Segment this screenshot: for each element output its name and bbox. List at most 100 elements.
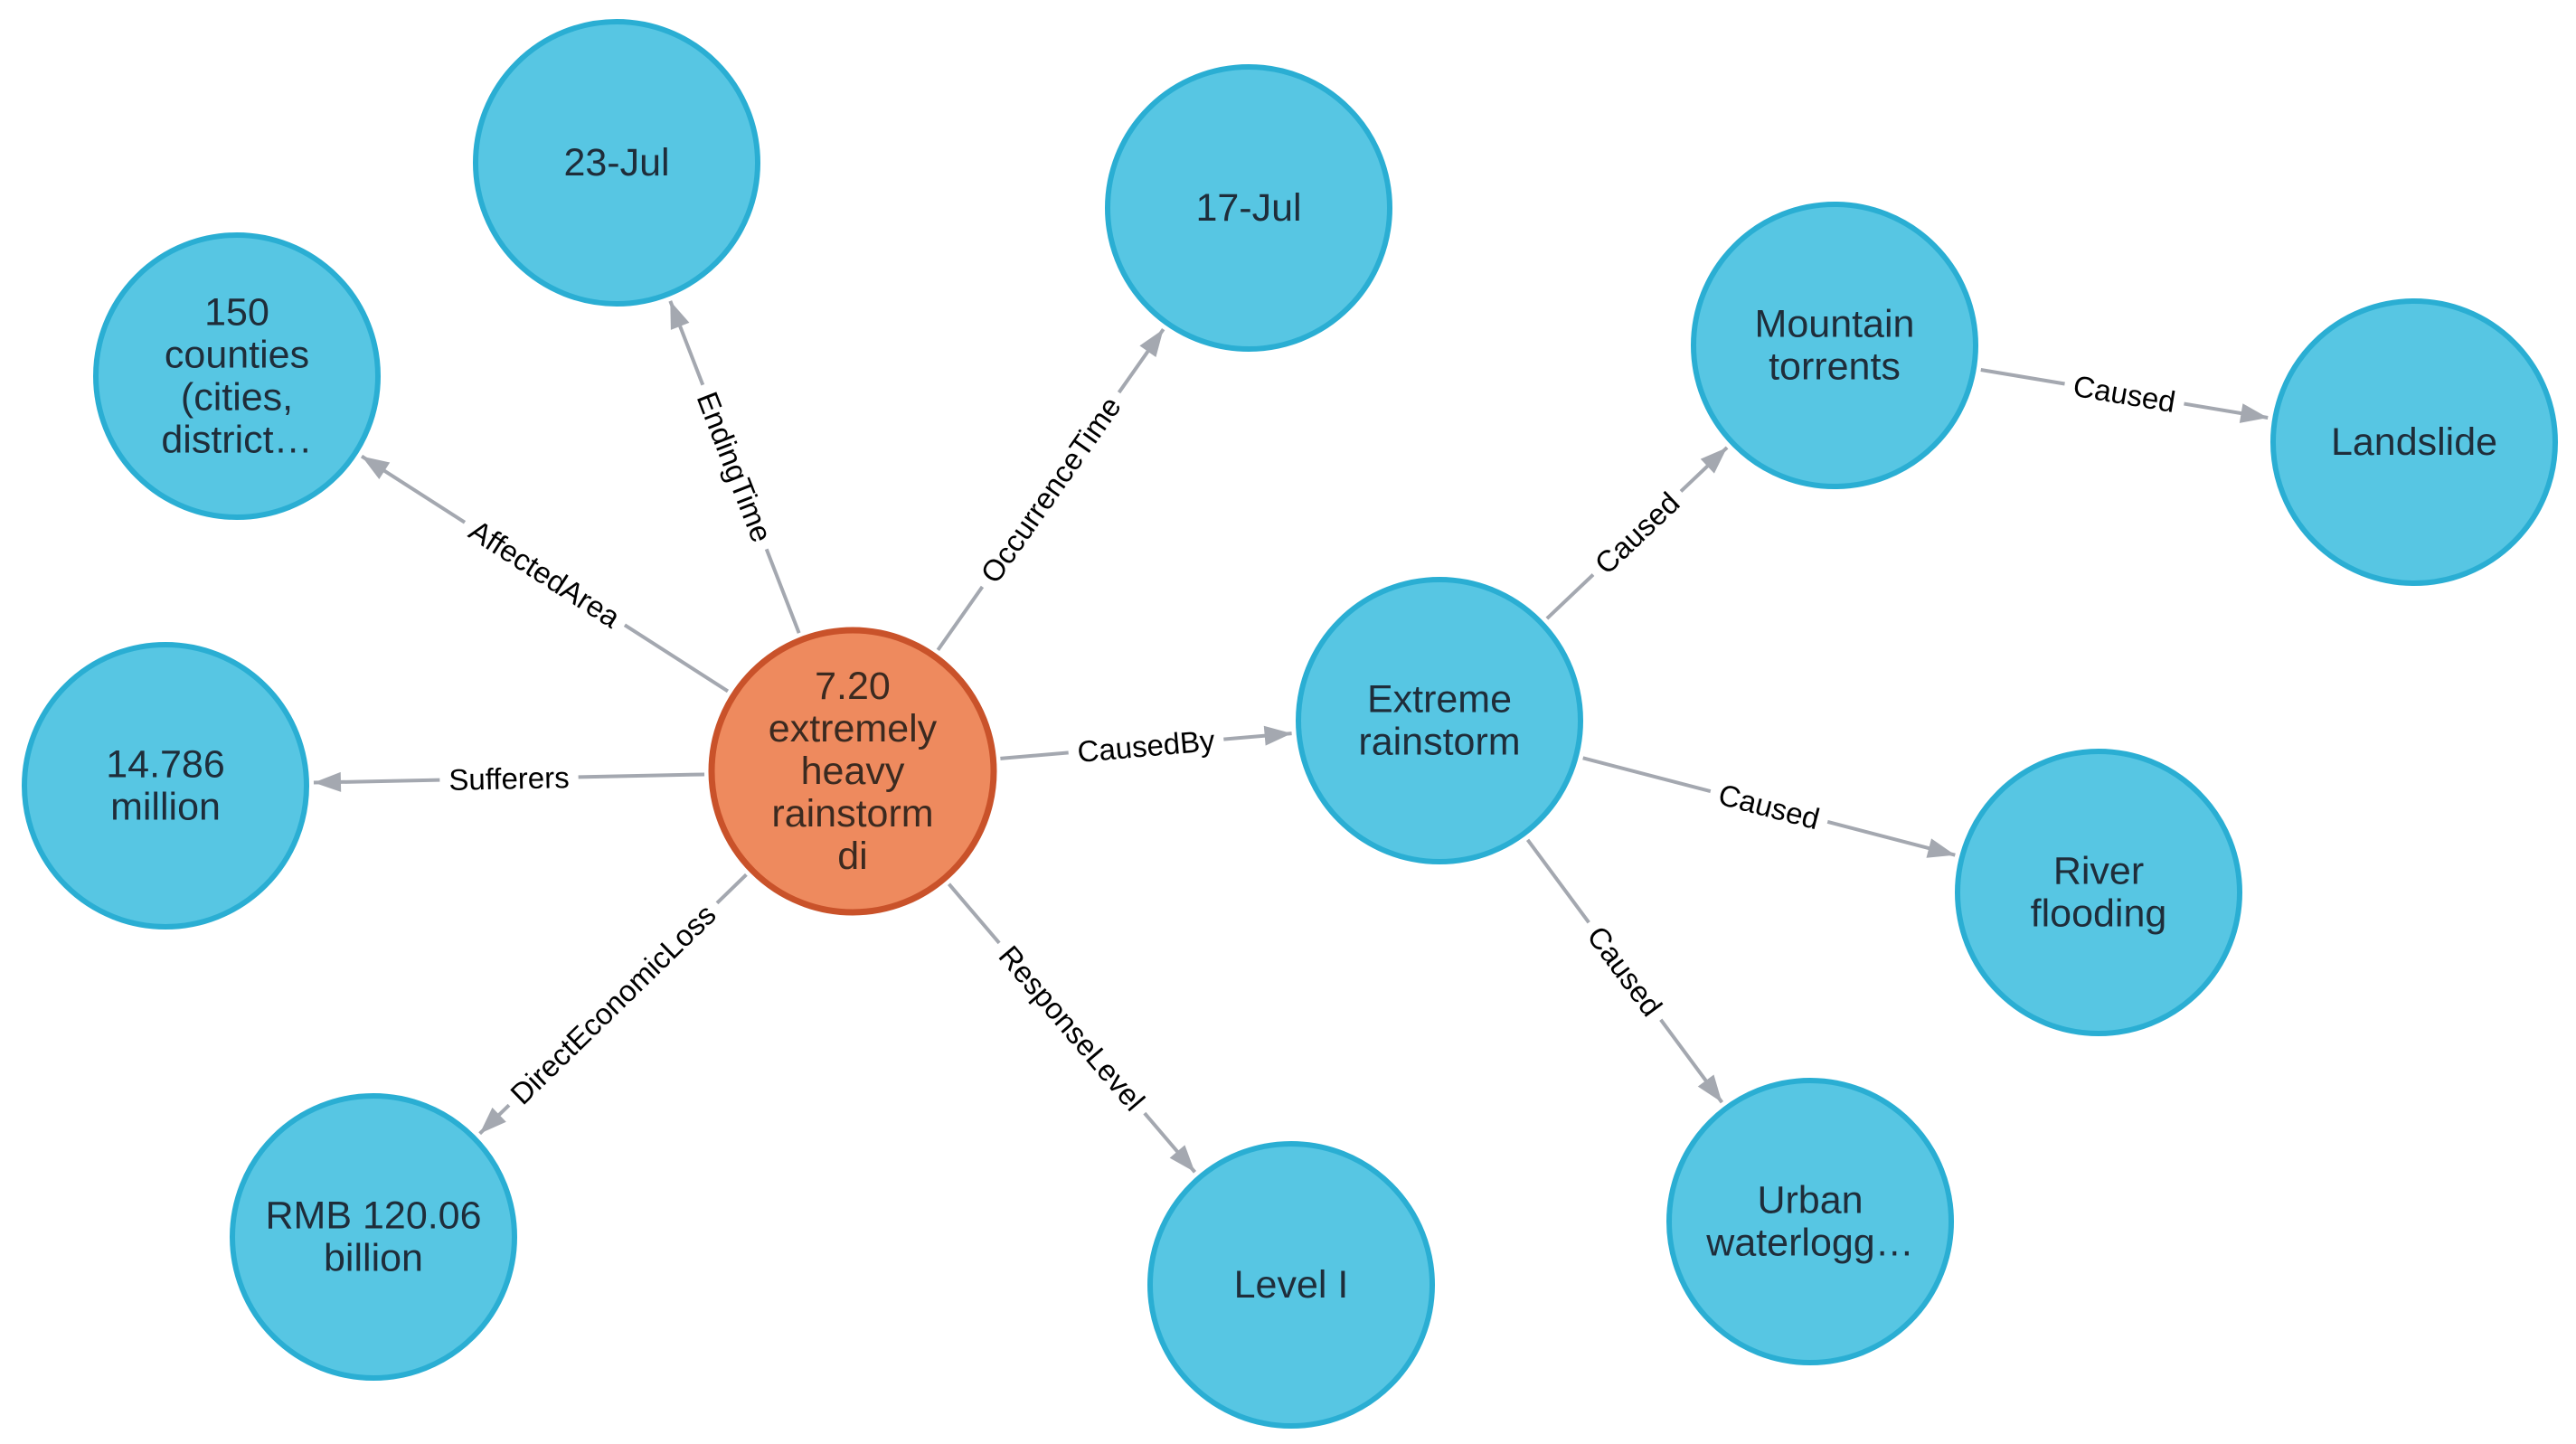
edge-label: Caused: [1581, 920, 1668, 1022]
edge-label: ResponseLevel: [993, 939, 1152, 1117]
node-label-line: 17-Jul: [1195, 186, 1301, 230]
arrow-head-icon: [479, 1107, 506, 1134]
node-label-line: Extreme: [1367, 678, 1512, 722]
edge-label-group: OccurrenceTime: [966, 381, 1136, 599]
edge-occurrencetime-1[interactable]: OccurrenceTime: [936, 328, 1165, 651]
node-circle: [230, 1093, 517, 1381]
edge-causedby-6[interactable]: CausedBy: [1000, 719, 1292, 773]
edge-label-group: DirectEconomicLoss: [495, 888, 731, 1120]
node-label-line: district…: [161, 419, 312, 462]
node-label-line: torrents: [1769, 345, 1901, 389]
edge-label-background: [984, 930, 1160, 1127]
node-label-line: counties: [165, 334, 309, 377]
edge-label: Sufferers: [448, 760, 570, 797]
node-label-line: Level I: [1234, 1263, 1349, 1307]
edge-label-group: Caused: [1572, 911, 1677, 1032]
node-label-line: rainstorm: [771, 792, 933, 835]
node-label-line: River: [2053, 850, 2144, 893]
node-label-line: di: [837, 835, 867, 878]
edge-label-background: [495, 888, 731, 1120]
edge-label: CausedBy: [1076, 723, 1216, 769]
edge-label-background: [966, 381, 1136, 599]
edge-label-background: [1572, 911, 1677, 1032]
node-17jul[interactable]: 17-Jul: [1105, 64, 1392, 352]
edge-label-background: [454, 505, 636, 642]
edge-label-background: [684, 377, 786, 557]
node-circle: [1666, 1078, 1954, 1365]
arrow-head-icon: [362, 456, 391, 480]
node-label-line: billion: [324, 1237, 423, 1280]
node-label-line: Landslide: [2331, 420, 2497, 464]
edge-label: OccurrenceTime: [974, 391, 1128, 590]
center-node-circle: [708, 627, 997, 916]
arrow-head-icon: [1700, 447, 1728, 474]
edge-label-group: ResponseLevel: [984, 930, 1160, 1127]
node-23jul[interactable]: 23-Jul: [473, 19, 760, 307]
node-label-line: 7.20: [815, 665, 891, 708]
edge-label-background: [439, 757, 580, 800]
edge-label-group: AffectedArea: [454, 505, 636, 642]
edge-label-background: [2061, 363, 2188, 424]
node-label-line: flooding: [2031, 892, 2167, 936]
arrow-head-icon: [1697, 1074, 1722, 1103]
edge-label-group: Sufferers: [439, 757, 580, 800]
node-circle: [22, 642, 309, 930]
edge-label: EndingTime: [691, 387, 779, 546]
edge-label-group: Caused: [1705, 771, 1833, 842]
edge-directeconomicloss-4[interactable]: DirectEconomicLoss: [478, 873, 748, 1136]
node-circle: [1296, 577, 1583, 864]
edge-label-group: EndingTime: [684, 377, 786, 557]
arrow-head-icon: [313, 771, 342, 792]
edge-label: Caused: [1589, 486, 1686, 580]
edge-affectedarea-2[interactable]: AffectedArea: [360, 454, 730, 694]
node-level[interactable]: Level I: [1147, 1141, 1435, 1429]
node-urban[interactable]: Urbanwaterlogg…: [1666, 1078, 1954, 1365]
edge-label-background: [1705, 771, 1833, 842]
edge-responselevel-5[interactable]: ResponseLevel: [947, 882, 1197, 1174]
arrow-head-icon: [670, 300, 690, 330]
edge-layer: EndingTime OccurrenceTimeAffectedAreaSuff…: [313, 300, 2269, 1174]
node-label-line: 150: [204, 291, 269, 335]
node-label-line: 23-Jul: [563, 141, 669, 184]
node-circle: [1105, 64, 1392, 352]
edge-label-group: CausedBy: [1066, 719, 1226, 773]
edge-endingtime-0[interactable]: EndingTime: [668, 300, 801, 634]
node-label-line: (cities,: [181, 376, 293, 420]
edge-label-group: Caused: [2061, 363, 2188, 424]
edge-sufferers-3[interactable]: Sufferers: [313, 757, 705, 800]
arrow-head-icon: [1263, 725, 1292, 746]
node-label-line: Urban: [1757, 1179, 1863, 1222]
edge-caused-8[interactable]: Caused: [1582, 756, 1956, 858]
node-landslide[interactable]: Landslide: [2270, 298, 2558, 586]
node-circle: [2270, 298, 2558, 586]
node-label-line: extremely: [769, 707, 938, 750]
edge-caused-9[interactable]: Caused: [1525, 838, 1724, 1104]
node-circle: [1955, 749, 2242, 1036]
arrow-head-icon: [1139, 329, 1164, 358]
node-circle: [1147, 1141, 1435, 1429]
arrow-head-icon: [2239, 403, 2269, 423]
node-label-line: heavy: [801, 750, 905, 793]
edge-caused-7[interactable]: Caused: [1545, 446, 1729, 620]
node-circle: [1691, 202, 1978, 489]
node-circle: [473, 19, 760, 307]
node-circle: [93, 232, 381, 520]
edge-label-group: Caused: [1579, 477, 1695, 590]
node-150[interactable]: 150counties(cities,district…: [93, 232, 381, 520]
arrow-head-icon: [1926, 838, 1956, 858]
arrow-head-icon: [1169, 1145, 1195, 1173]
edge-label-background: [1066, 719, 1226, 773]
edge-caused-10[interactable]: Caused: [1980, 363, 2269, 424]
node-label-line: waterlogg…: [1705, 1222, 1913, 1265]
node-label-line: RMB 120.06: [265, 1194, 481, 1238]
node-label-line: million: [110, 786, 221, 829]
node-label-line: 14.786: [106, 743, 225, 787]
